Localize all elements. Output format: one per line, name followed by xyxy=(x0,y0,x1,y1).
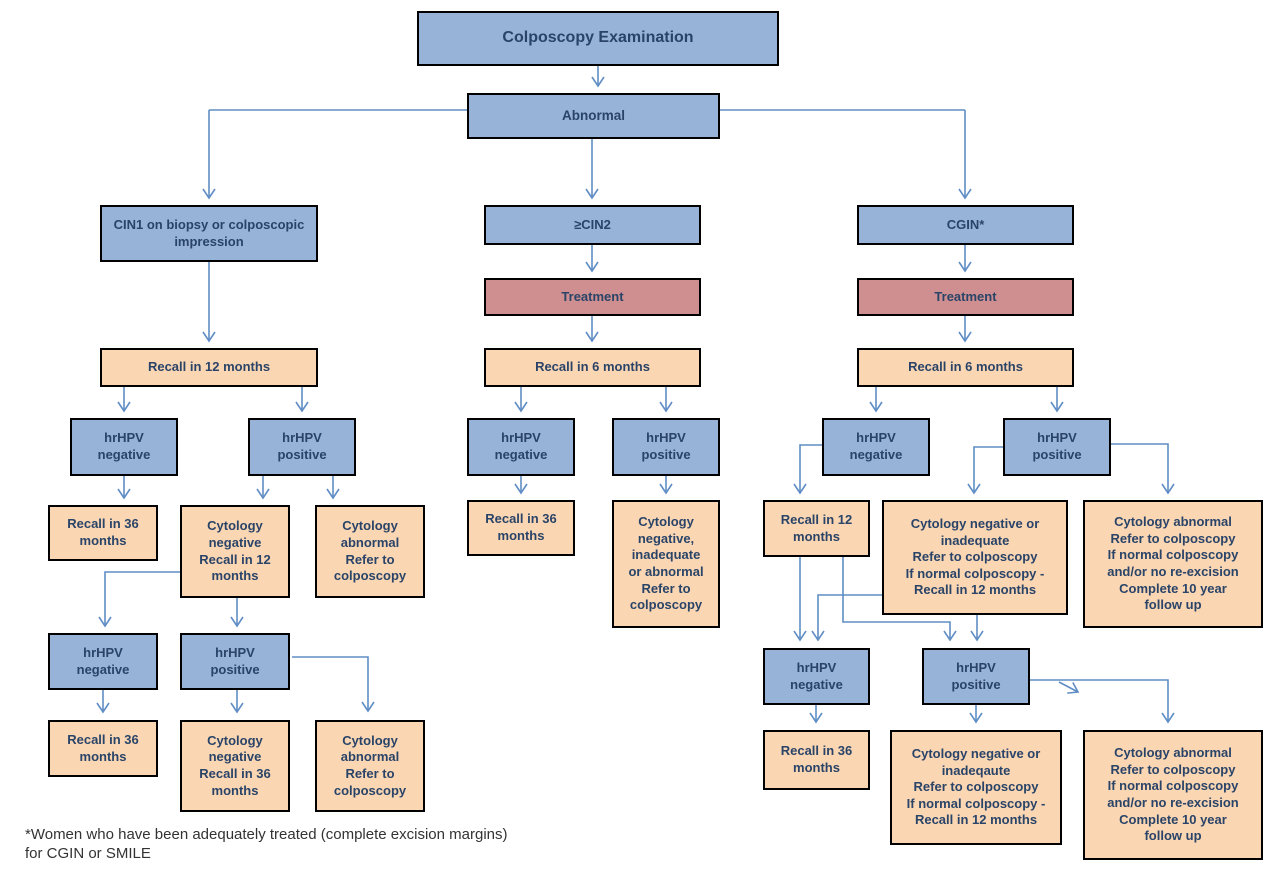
node-hrhpv-negative-cin1: hrHPV negative xyxy=(70,418,178,476)
node-recall-36-months-cin2: Recall in 36 months xyxy=(467,500,575,556)
node-cytology-neg-or-inadequate-cgin1: Cytology negative or inadequate Refer to… xyxy=(882,500,1068,615)
node-hrhpv-negative-cin2: hrHPV negative xyxy=(467,418,575,476)
node-recall-12-months: Recall in 12 months xyxy=(100,348,318,387)
node-hrhpv-positive-cgin-r2: hrHPV positive xyxy=(922,648,1030,705)
node-cin1: CIN1 on biopsy or colposcopic impression xyxy=(100,205,318,262)
node-cytology-negative-recall-12: Cytology negative Recall in 12 months xyxy=(180,505,290,598)
node-cytology-neg-or-inadeqaute-cgin2: Cytology negative or inadeqaute Refer to… xyxy=(890,730,1062,845)
node-cin2: ≥CIN2 xyxy=(484,205,701,245)
node-recall-12-months-cgin: Recall in 12 months xyxy=(763,500,870,557)
node-hrhpv-negative-cgin-r2: hrHPV negative xyxy=(763,648,870,705)
node-cytology-abnormal-10yr-cgin2: Cytology abnormal Refer to colposcopy If… xyxy=(1083,730,1263,860)
node-cytology-abnormal-10yr-cgin1: Cytology abnormal Refer to colposcopy If… xyxy=(1083,500,1263,628)
node-hrhpv-positive-cin1-r2: hrHPV positive xyxy=(180,633,290,690)
node-hrhpv-positive-cgin: hrHPV positive xyxy=(1003,418,1111,476)
node-cgin: CGIN* xyxy=(857,205,1074,245)
footnote: *Women who have been adequately treated … xyxy=(25,826,508,862)
node-recall-6-months-cgin: Recall in 6 months xyxy=(857,348,1074,387)
node-recall-36-months-cgin-r2: Recall in 36 months xyxy=(763,730,870,790)
node-hrhpv-positive-cin2: hrHPV positive xyxy=(612,418,720,476)
node-recall-36-months-cin1: Recall in 36 months xyxy=(48,505,158,561)
node-hrhpv-negative-cin1-r2: hrHPV negative xyxy=(48,633,158,690)
node-treatment-cgin: Treatment xyxy=(857,278,1074,316)
node-hrhpv-negative-cgin: hrHPV negative xyxy=(822,418,930,476)
node-colposcopy-examination: Colposcopy Examination xyxy=(417,11,779,66)
node-recall-6-months-cin2: Recall in 6 months xyxy=(484,348,701,387)
node-cytology-negative-recall-36: Cytology negative Recall in 36 months xyxy=(180,720,290,812)
node-hrhpv-positive-cin1: hrHPV positive xyxy=(248,418,356,476)
node-cytology-abnormal-refer-cin1: Cytology abnormal Refer to colposcopy xyxy=(315,505,425,598)
node-abnormal: Abnormal xyxy=(467,93,720,139)
node-cytology-abnormal-refer-cin1-r2: Cytology abnormal Refer to colposcopy xyxy=(315,720,425,812)
stray-arrow-mark xyxy=(1058,681,1080,694)
node-recall-36-months-cin1-r2: Recall in 36 months xyxy=(48,720,158,777)
node-cytology-neg-inadequate-abnormal: Cytology negative, inadequate or abnorma… xyxy=(612,500,720,628)
node-treatment-cin2: Treatment xyxy=(484,278,701,316)
